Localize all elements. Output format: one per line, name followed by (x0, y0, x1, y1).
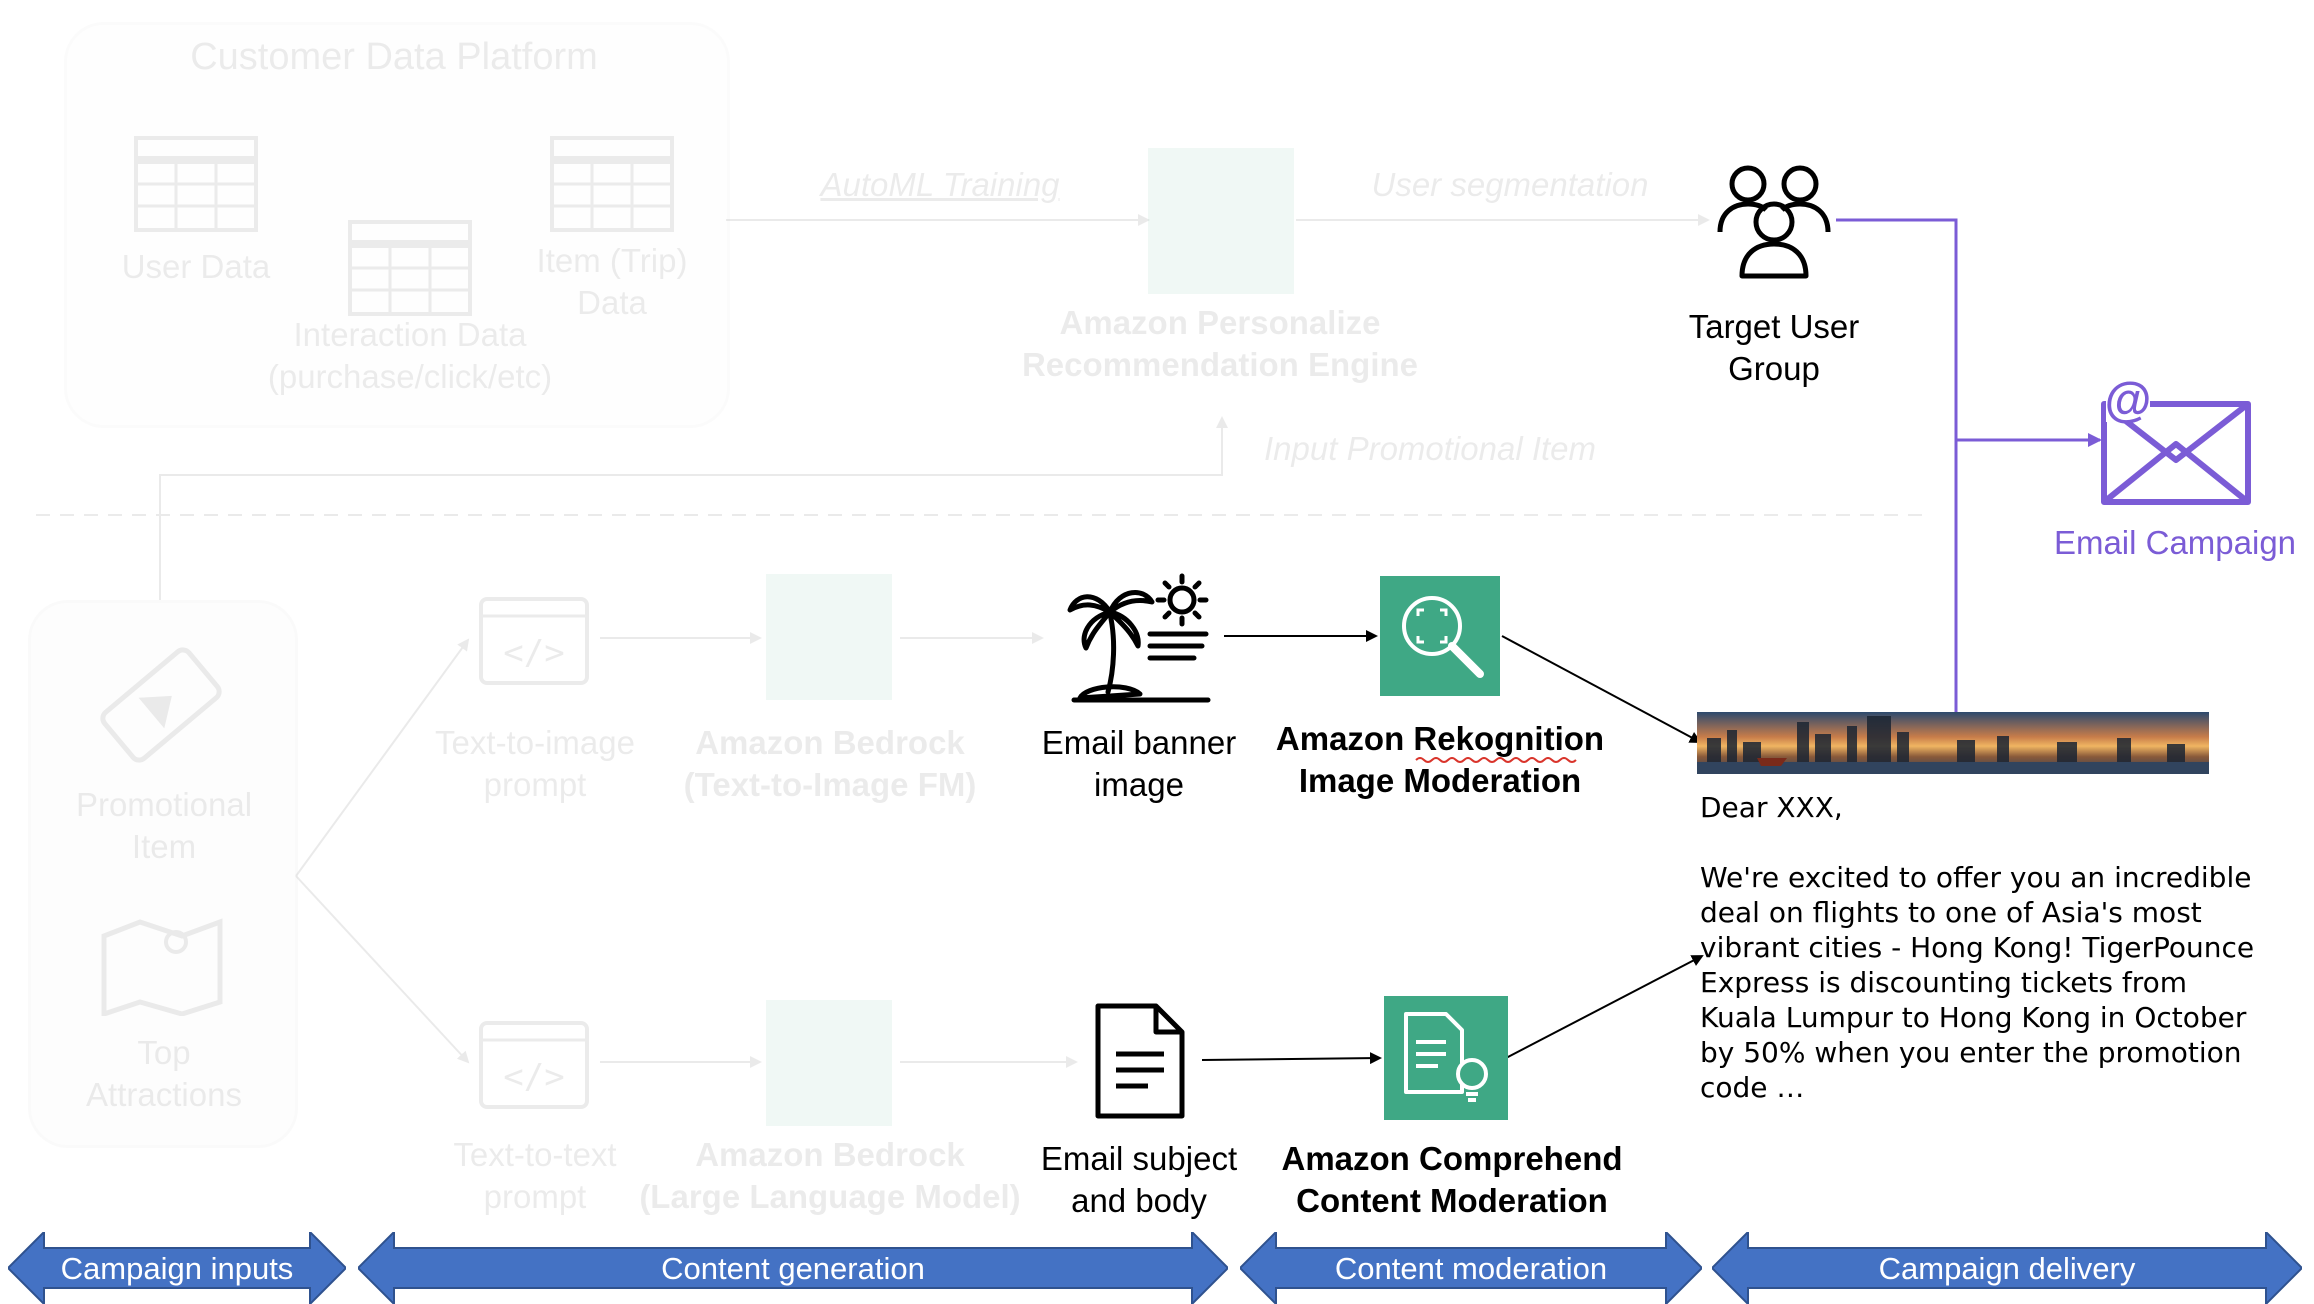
email-campaign-label: Email Campaign (2053, 524, 2297, 561)
interaction-data-sublabel: (purchase/click/etc) (267, 358, 553, 395)
rekognition-name: Amazon Rekognition (1275, 720, 1605, 757)
top-attractions-sublabel: Attractions (86, 1076, 242, 1113)
email-banner-sublabel: image (1094, 766, 1184, 803)
bedrock-image-name: Amazon Bedrock (695, 724, 965, 761)
double-arrow-shape (358, 1232, 1228, 1304)
double-arrow-shape (1240, 1232, 1702, 1304)
stage-label: Content moderation (1334, 1251, 1608, 1286)
promotional-item-label: Promotional (75, 786, 253, 823)
double-arrow-shape (1712, 1232, 2302, 1304)
t2t-prompt-label: Text-to-text (453, 1136, 617, 1173)
promo-container (28, 600, 298, 1148)
cdp-container (64, 22, 730, 428)
bedrock-image-service-icon (766, 574, 892, 700)
stage-label: Campaign inputs (60, 1251, 294, 1286)
bedrock-llm-subname: (Large Language Model) (639, 1178, 1021, 1215)
bedrock-llm-name: Amazon Bedrock (695, 1136, 965, 1173)
email-line: Kuala Lumpur to Hong Kong in October (1700, 1001, 2247, 1034)
email-subject-sublabel: and body (1071, 1182, 1207, 1219)
palm-tree-sun-icon (1067, 573, 1211, 703)
bedrock-image-subname: (Text-to-Image FM) (683, 766, 977, 803)
email-banner-image (1697, 712, 2209, 774)
stage-label: Campaign delivery (1878, 1251, 2136, 1286)
interaction-data-label: Interaction Data (293, 316, 527, 353)
ticket-icon (100, 647, 222, 763)
document-icon (1095, 1003, 1185, 1119)
email-line: We're excited to offer you an incredible (1700, 861, 2252, 894)
personalize-service-icon (1148, 148, 1294, 294)
t2i-prompt-code-icon: </> (479, 597, 589, 685)
item-data-table-icon (550, 136, 674, 232)
email-body-text: Dear XXX, We're excited to offer you an … (1700, 790, 2260, 1105)
rekognition-subname: Image Moderation (1298, 762, 1582, 799)
user-group-icon (1717, 165, 1831, 279)
top-attractions-label: Top (137, 1034, 191, 1071)
stage-campaign-delivery: Campaign delivery (1712, 1232, 2302, 1304)
promotional-item-sublabel: Item (131, 828, 197, 865)
user-segmentation-label: User segmentation (1371, 166, 1649, 203)
email-line: deal on flights to one of Asia's most (1700, 896, 2202, 929)
double-arrow-shape (8, 1232, 346, 1304)
rekognition-service-icon (1380, 576, 1500, 696)
email-banner-label: Email banner (1041, 724, 1237, 761)
email-line: vibrant cities - Hong Kong! TigerPounce (1700, 931, 2255, 964)
stage-campaign-inputs: Campaign inputs (8, 1232, 346, 1304)
comprehend-subname: Content Moderation (1296, 1182, 1608, 1219)
email-line: Express is discounting tickets from (1700, 966, 2188, 999)
interaction-data-table-icon (348, 220, 472, 316)
input-promotional-item-label: Input Promotional Item (1264, 430, 1596, 467)
stage-content-moderation: Content moderation (1240, 1232, 1702, 1304)
map-icon (101, 918, 223, 1016)
user-data-label: User Data (121, 248, 271, 285)
svg-text:@: @ (2105, 376, 2152, 427)
cdp-title: Customer Data Platform (190, 36, 598, 78)
target-user-group-label: Target User (1688, 308, 1860, 345)
email-greeting: Dear XXX, (1700, 791, 1843, 824)
stage-label: Content generation (661, 1251, 925, 1286)
email-envelope-icon: @ (2101, 376, 2251, 505)
target-user-group-sublabel: Group (1728, 350, 1820, 387)
personalize-subname: Recommendation Engine (1021, 346, 1419, 383)
svg-text:</>: </> (503, 633, 564, 673)
user-data-table-icon (134, 136, 258, 232)
t2t-prompt-code-icon: </> (479, 1021, 589, 1109)
document-lightbulb-icon (1404, 1012, 1488, 1102)
stage-content-generation: Content generation (358, 1232, 1228, 1304)
automl-training-label: AutoML Training (820, 166, 1060, 203)
t2i-prompt-sublabel: prompt (483, 766, 587, 803)
email-line: by 50% when you enter the promotion (1700, 1036, 2242, 1069)
item-data-label: Item (Trip) (536, 242, 688, 279)
email-line: code … (1700, 1071, 1805, 1104)
comprehend-service-icon (1384, 996, 1508, 1120)
t2t-prompt-sublabel: prompt (483, 1178, 587, 1215)
svg-text:</>: </> (503, 1057, 564, 1097)
t2i-prompt-label: Text-to-image (435, 724, 635, 761)
email-subject-label: Email subject (1040, 1140, 1238, 1177)
item-data-sublabel: Data (577, 284, 647, 321)
bedrock-llm-service-icon (766, 1000, 892, 1126)
personalize-name: Amazon Personalize (1059, 304, 1381, 341)
magnifier-icon (1402, 596, 1484, 678)
comprehend-name: Amazon Comprehend (1281, 1140, 1623, 1177)
